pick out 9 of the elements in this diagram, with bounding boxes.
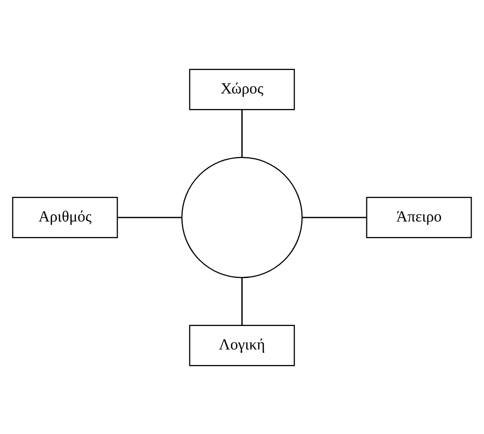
node-box: Λογική [189, 324, 295, 366]
node-circle [181, 156, 303, 278]
connector [302, 216, 366, 218]
node-box: Χώρος [189, 68, 295, 110]
connector [118, 216, 182, 218]
node-box: Αριθμός [12, 196, 118, 238]
connector [241, 109, 243, 157]
node-box: Άπειρο [366, 196, 472, 238]
connector [241, 277, 243, 325]
